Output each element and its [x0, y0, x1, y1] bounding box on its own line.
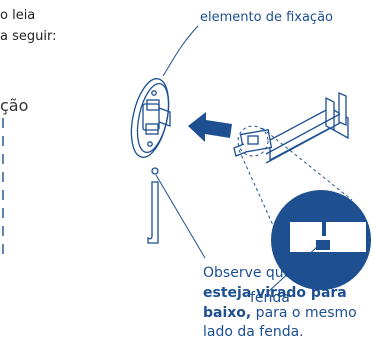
slot-leader-line: [267, 245, 319, 293]
observe-note-pre: Observe que o: [203, 265, 310, 281]
hex-key: [147, 167, 159, 244]
zoom-guide-lines: [237, 125, 353, 286]
observe-note-line-4: lado da fenda.: [203, 324, 304, 340]
hex-key-leader-line: [155, 174, 206, 259]
observe-note-bold-facing: esteja virado para: [203, 285, 347, 301]
observe-note-line-2: esteja virado para: [203, 284, 347, 302]
u-bracket: [233, 92, 349, 164]
intro-text-line-2: a seguir:: [0, 29, 57, 44]
fixing-element-leader-line: [162, 25, 199, 77]
magnified-detail: [271, 190, 371, 290]
observe-note-bold-down: baixo,: [203, 305, 252, 321]
fixing-element: [130, 78, 171, 158]
observe-note-line-3: baixo, para o mesmo: [203, 304, 357, 322]
direction-arrow: [188, 112, 232, 142]
observe-note-post: para o mesmo: [251, 305, 357, 321]
section-heading-fragment: ção: [0, 96, 29, 115]
fixing-element-label: elemento de fixação: [200, 10, 333, 25]
slot-label: fenda: [250, 290, 290, 306]
intro-text-line-1: o leia: [0, 8, 36, 23]
